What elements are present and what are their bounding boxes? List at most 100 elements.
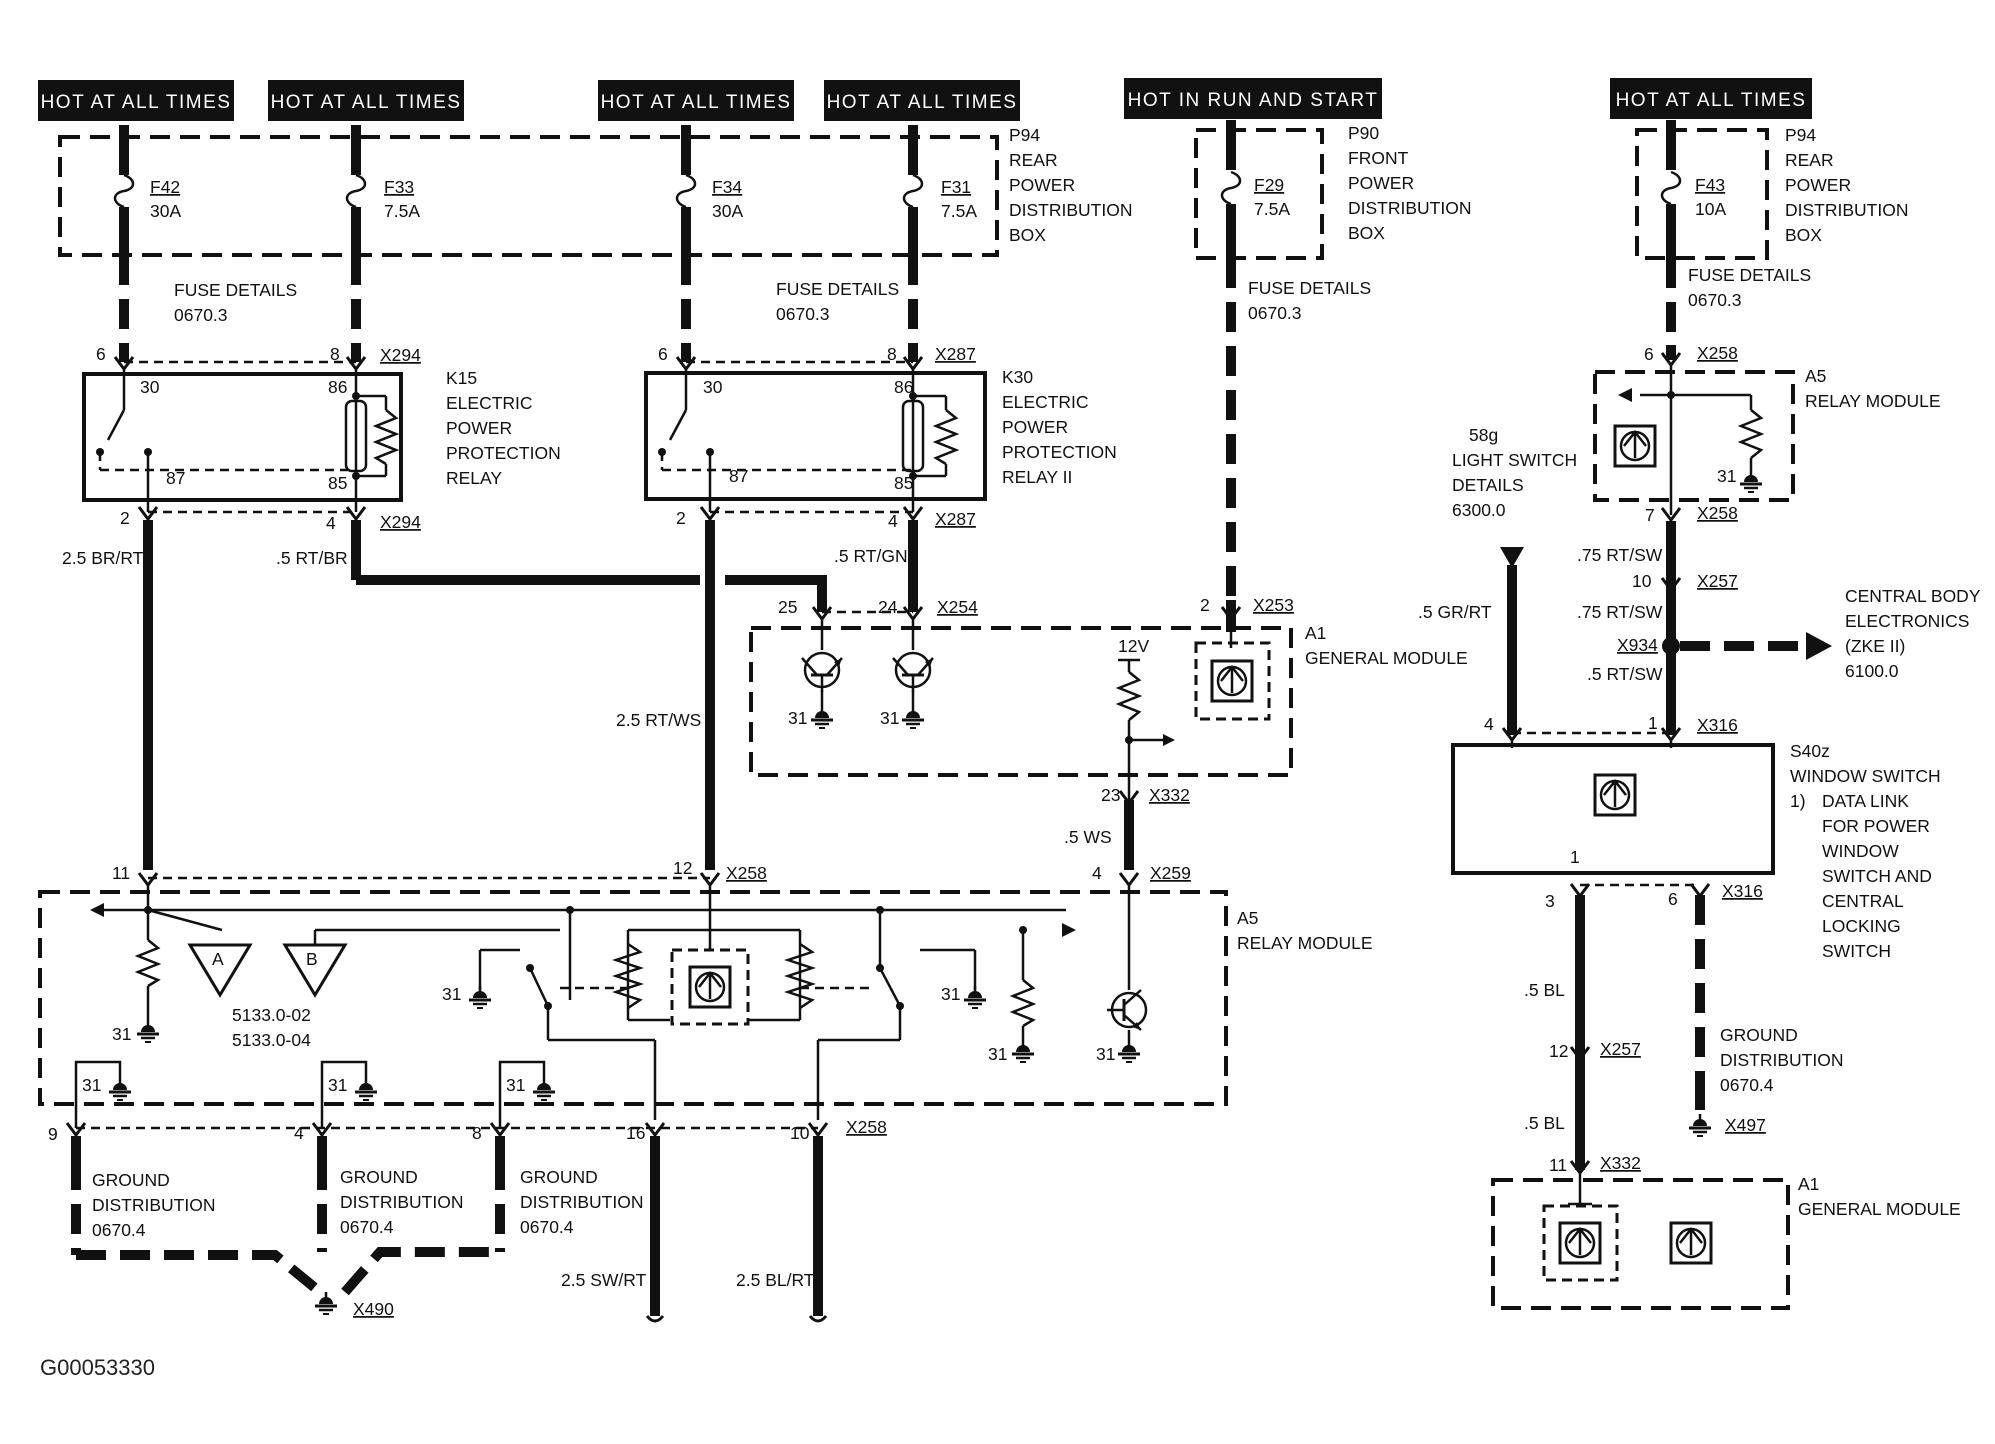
svg-text:25: 25 xyxy=(778,597,797,617)
svg-text:3: 3 xyxy=(1545,891,1555,911)
zke-label: CENTRAL BODY ELECTRONICS (ZKE II) 6100.0 xyxy=(1845,586,1981,681)
svg-text:DISTRIBUTION: DISTRIBUTION xyxy=(340,1192,463,1212)
svg-text:ELECTRONICS: ELECTRONICS xyxy=(1845,611,1969,631)
svg-text:POWER: POWER xyxy=(446,418,512,438)
svg-text:P90: P90 xyxy=(1348,123,1379,143)
svg-text:24: 24 xyxy=(878,597,898,617)
svg-text:X316: X316 xyxy=(1697,715,1738,735)
fuse-f42: F42 30A xyxy=(150,177,181,221)
svg-text:ELECTRIC: ELECTRIC xyxy=(446,393,533,413)
svg-text:B: B xyxy=(306,949,318,969)
svg-text:SWITCH AND: SWITCH AND xyxy=(1822,866,1932,886)
svg-text:GROUND: GROUND xyxy=(340,1167,418,1187)
svg-text:POWER: POWER xyxy=(1785,175,1851,195)
svg-text:6: 6 xyxy=(96,344,106,364)
svg-text:WINDOW: WINDOW xyxy=(1822,841,1899,861)
svg-text:31: 31 xyxy=(112,1024,131,1044)
power-label: HOT AT ALL TIMES xyxy=(598,80,794,121)
svg-text:X258: X258 xyxy=(726,863,767,883)
svg-text:16: 16 xyxy=(626,1123,645,1143)
svg-text:0670.3: 0670.3 xyxy=(1248,303,1302,323)
svg-text:12: 12 xyxy=(1549,1041,1568,1061)
svg-text:A1: A1 xyxy=(1798,1174,1819,1194)
svg-text:4: 4 xyxy=(326,513,336,533)
svg-text:0670.3: 0670.3 xyxy=(174,305,228,325)
svg-text:A: A xyxy=(212,949,224,969)
svg-text:GENERAL MODULE: GENERAL MODULE xyxy=(1305,648,1468,668)
svg-text:31: 31 xyxy=(880,708,899,728)
svg-text:X254: X254 xyxy=(937,597,978,617)
p94-rear-box-left xyxy=(58,135,999,257)
fuse-id: F43 xyxy=(1695,175,1725,195)
svg-text:P94: P94 xyxy=(1009,125,1040,145)
fuse-id: F42 xyxy=(150,177,180,197)
p94-label-right: P94 REAR POWER DISTRIBUTION BOX xyxy=(1785,125,1908,245)
fuse-id: F33 xyxy=(384,177,414,197)
svg-text:BOX: BOX xyxy=(1009,225,1046,245)
power-label-text: HOT AT ALL TIMES xyxy=(1616,90,1807,111)
fuse-rating: 30A xyxy=(712,201,743,221)
fuse-details-3: FUSE DETAILS 0670.3 xyxy=(1248,278,1371,323)
svg-text:X257: X257 xyxy=(1697,571,1738,591)
svg-text:.5 RT/SW: .5 RT/SW xyxy=(1587,664,1663,684)
svg-text:X287: X287 xyxy=(935,509,976,529)
svg-text:CENTRAL BODY: CENTRAL BODY xyxy=(1845,586,1981,606)
svg-text:31: 31 xyxy=(328,1075,347,1095)
svg-text:DISTRIBUTION: DISTRIBUTION xyxy=(520,1192,643,1212)
svg-text:X332: X332 xyxy=(1149,785,1190,805)
svg-text:GROUND: GROUND xyxy=(520,1167,598,1187)
right-wires: .75 RT/SW 10 X257 .75 RT/SW X934 .5 RT/S… xyxy=(1418,425,1981,742)
svg-text:S40z: S40z xyxy=(1790,741,1830,761)
svg-text:0670.4: 0670.4 xyxy=(92,1220,146,1240)
drawing-id: G00053330 xyxy=(40,1355,155,1380)
svg-text:.5 BL: .5 BL xyxy=(1524,1113,1565,1133)
svg-text:LOCKING: LOCKING xyxy=(1822,916,1901,936)
a5-outputs: 9 4 8 16 10 X258 X490 2.5 SW/RT 2.5 BL/R… xyxy=(48,1117,887,1323)
ground-dist-labels: GROUND DISTRIBUTION 0670.4 GROUND DISTRI… xyxy=(92,1167,643,1240)
svg-text:X316: X316 xyxy=(1722,881,1763,901)
svg-text:5133.0-04: 5133.0-04 xyxy=(232,1030,311,1050)
svg-text:X294: X294 xyxy=(380,512,421,532)
svg-text:11: 11 xyxy=(112,863,130,883)
power-label: HOT AT ALL TIMES xyxy=(824,80,1020,121)
svg-text:4: 4 xyxy=(1092,863,1102,883)
svg-text:PROTECTION: PROTECTION xyxy=(446,443,561,463)
svg-text:.75 RT/SW: .75 RT/SW xyxy=(1577,602,1663,622)
svg-text:RELAY: RELAY xyxy=(446,468,502,488)
svg-text:12V: 12V xyxy=(1118,636,1149,656)
fuse-f29: F29 7.5A xyxy=(1254,175,1290,219)
svg-text:2: 2 xyxy=(676,508,686,528)
svg-text:4: 4 xyxy=(888,511,898,531)
svg-text:REAR: REAR xyxy=(1009,150,1058,170)
svg-text:X258: X258 xyxy=(846,1117,887,1137)
svg-text:FRONT: FRONT xyxy=(1348,148,1409,168)
svg-text:30: 30 xyxy=(703,377,723,397)
fuse-f43: F43 10A xyxy=(1695,175,1726,219)
svg-text:X332: X332 xyxy=(1600,1153,1641,1173)
svg-text:0670.3: 0670.3 xyxy=(1688,290,1742,310)
svg-text:8: 8 xyxy=(330,344,340,364)
svg-text:A1: A1 xyxy=(1305,623,1326,643)
power-label: HOT AT ALL TIMES xyxy=(268,80,464,121)
p94-rear-box-right xyxy=(1635,128,1769,260)
svg-text:LIGHT SWITCH: LIGHT SWITCH xyxy=(1452,450,1577,470)
p94-label-left: P94 REAR POWER DISTRIBUTION BOX xyxy=(1009,125,1132,245)
svg-text:87: 87 xyxy=(729,466,748,486)
svg-text:GROUND: GROUND xyxy=(92,1170,170,1190)
a1-general-module-mid: 25 24 X254 31 31 12V 2 X253 A1 GENERAL M… xyxy=(749,595,1468,800)
fuse-rating: 7.5A xyxy=(941,201,977,221)
svg-text:6: 6 xyxy=(658,344,668,364)
svg-text:.75 RT/SW: .75 RT/SW xyxy=(1577,545,1663,565)
svg-text:10: 10 xyxy=(1632,571,1652,591)
svg-text:FUSE DETAILS: FUSE DETAILS xyxy=(174,280,297,300)
fuse-rating: 10A xyxy=(1695,199,1726,219)
power-label-text: HOT AT ALL TIMES xyxy=(271,92,462,113)
svg-text:58g: 58g xyxy=(1469,425,1498,445)
svg-text:A5: A5 xyxy=(1805,366,1826,386)
svg-text:DISTRIBUTION: DISTRIBUTION xyxy=(92,1195,215,1215)
svg-text:DISTRIBUTION: DISTRIBUTION xyxy=(1785,200,1908,220)
p90-front-box xyxy=(1194,128,1324,260)
svg-text:FUSE DETAILS: FUSE DETAILS xyxy=(1688,265,1811,285)
svg-text:X490: X490 xyxy=(353,1299,394,1319)
